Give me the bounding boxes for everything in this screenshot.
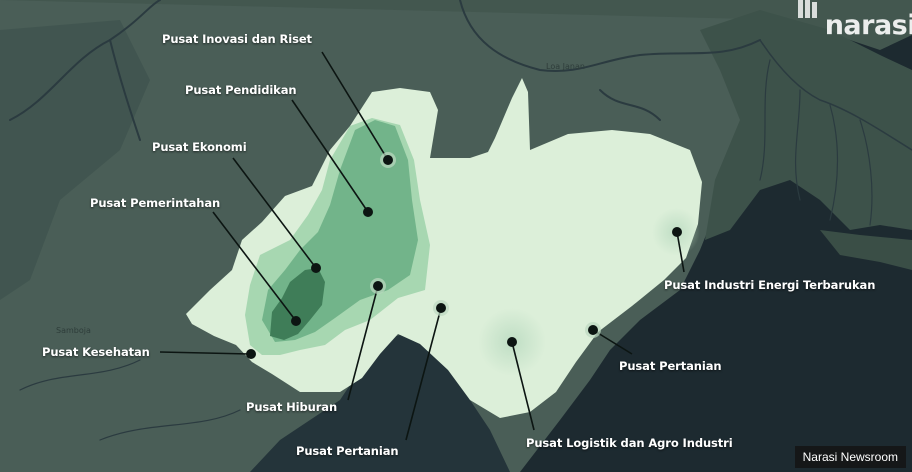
- label-pusat-kesehatan: Pusat Kesehatan: [42, 345, 150, 359]
- zone-dark: [270, 268, 325, 340]
- label-pusat-industri-energi-terbarukan: Pusat Industri Energi Terbarukan: [664, 278, 876, 292]
- marker-pertanian-south[interactable]: [436, 303, 446, 313]
- marker-hiburan[interactable]: [373, 281, 383, 291]
- label-pusat-ekonomi: Pusat Ekonomi: [152, 140, 247, 154]
- marker-pendidikan[interactable]: [363, 207, 373, 217]
- delta-islands-2: [820, 230, 912, 270]
- label-pusat-pertanian-south: Pusat Pertanian: [296, 444, 399, 458]
- marker-ekonomi[interactable]: [311, 263, 321, 273]
- narasi-logo-icon: [798, 0, 817, 18]
- north-land: [0, 0, 912, 50]
- label-pusat-inovasi-dan-riset: Pusat Inovasi dan Riset: [162, 32, 312, 46]
- marker-pertanian-east[interactable]: [588, 325, 598, 335]
- marker-energi[interactable]: [672, 227, 682, 237]
- marker-logistik[interactable]: [507, 337, 517, 347]
- delta-islands: [700, 10, 912, 240]
- place-loa-janan: Loa Janan: [546, 62, 585, 71]
- label-pusat-pendidikan: Pusat Pendidikan: [185, 83, 297, 97]
- label-pusat-pemerintahan: Pusat Pemerintahan: [90, 196, 221, 210]
- west-land: [0, 20, 150, 300]
- label-pusat-logistik-dan-agro-industri: Pusat Logistik dan Agro Industri: [526, 436, 733, 450]
- markers: [246, 152, 682, 359]
- narasi-logo: narasi: [824, 10, 912, 41]
- label-pusat-hiburan: Pusat Hiburan: [246, 400, 338, 414]
- marker-inovasi[interactable]: [383, 155, 393, 165]
- marker-pemerintahan[interactable]: [291, 316, 301, 326]
- rivers: [9, 0, 912, 441]
- marker-kesehatan[interactable]: [246, 349, 256, 359]
- label-pusat-pertanian-east: Pusat Pertanian: [619, 359, 722, 373]
- place-samboja: Samboja: [56, 326, 91, 335]
- credit-badge: Narasi Newsroom: [794, 446, 906, 468]
